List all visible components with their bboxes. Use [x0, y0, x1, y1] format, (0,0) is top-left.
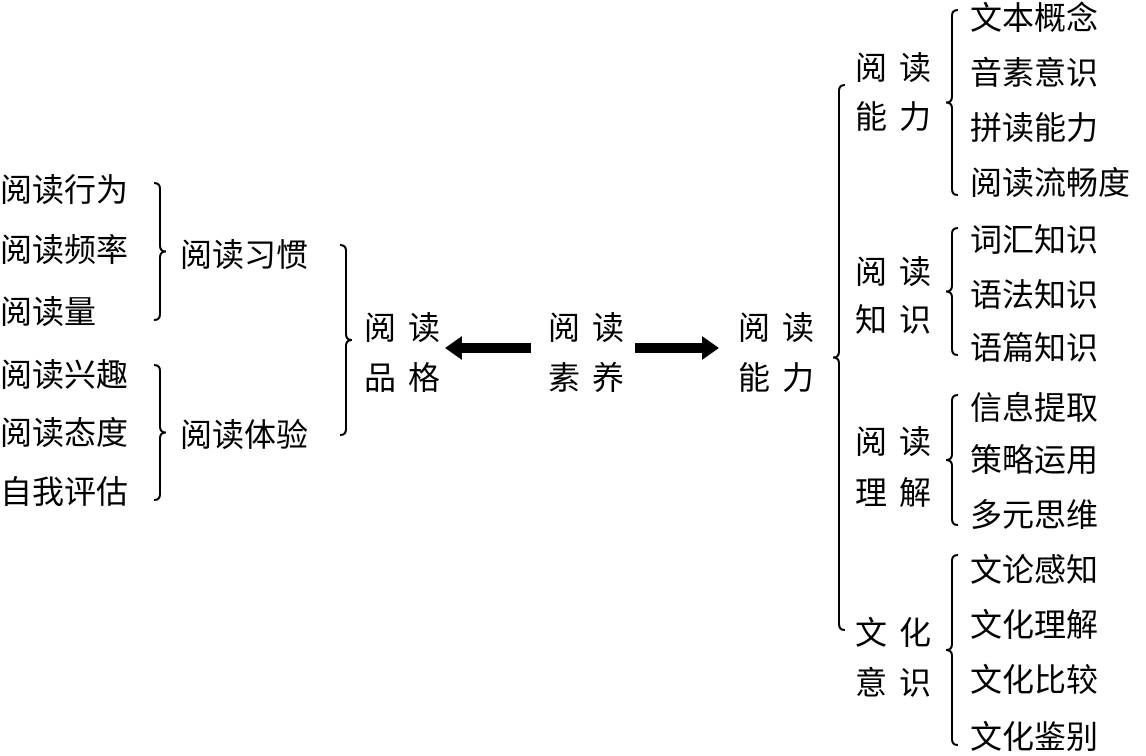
brace-reading-quality [339, 244, 353, 436]
leaf-item: 拼读能力 [970, 109, 1099, 147]
reading-experience-label: 阅读体验 [180, 416, 309, 454]
brace-group4 [945, 554, 959, 746]
brace-group2 [945, 227, 959, 356]
group2-line2: 知识 [855, 301, 944, 339]
brace-group1 [945, 9, 959, 196]
leaf-item: 语法知识 [970, 276, 1099, 314]
leaf-item: 信息提取 [970, 389, 1099, 427]
leaf-item: 策略运用 [970, 441, 1099, 479]
leaf-item: 音素意识 [970, 54, 1099, 92]
ability-line1: 阅读 [738, 309, 827, 347]
group4-line1: 文化 [855, 614, 944, 652]
item-reading-interest: 阅读兴趣 [0, 356, 129, 394]
leaf-item: 文论感知 [970, 551, 1099, 589]
item-reading-frequency: 阅读频率 [0, 231, 129, 269]
ability-line2: 能力 [738, 359, 827, 397]
brace-group3 [945, 394, 959, 526]
quality-line2: 品格 [364, 359, 453, 397]
leaf-item: 阅读流畅度 [970, 164, 1131, 202]
group4-line2: 意识 [855, 664, 944, 702]
leaf-item: 文本概念 [970, 0, 1099, 37]
leaf-item: 多元思维 [970, 496, 1099, 534]
leaf-item: 语篇知识 [970, 329, 1099, 367]
group2-line1: 阅读 [855, 253, 944, 291]
center-line1: 阅读 [548, 309, 637, 347]
leaf-item: 文化比较 [970, 661, 1099, 699]
leaf-item: 词汇知识 [970, 221, 1099, 259]
center-line2: 素养 [548, 359, 637, 397]
quality-line1: 阅读 [364, 309, 453, 347]
arrow-left-icon [445, 336, 531, 360]
reading-habit-label: 阅读习惯 [180, 236, 309, 274]
group1-line2: 能力 [855, 98, 944, 136]
arrow-right-icon [635, 336, 719, 360]
item-reading-attitude: 阅读态度 [0, 414, 129, 452]
brace-reading-experience [153, 364, 167, 501]
item-reading-behavior: 阅读行为 [0, 171, 129, 209]
brace-reading-ability [832, 84, 846, 631]
item-reading-amount: 阅读量 [0, 293, 97, 331]
leaf-item: 文化鉴别 [970, 718, 1099, 756]
group3-line2: 理解 [855, 474, 944, 512]
group1-line1: 阅读 [855, 49, 944, 87]
group3-line1: 阅读 [855, 423, 944, 461]
item-self-assessment: 自我评估 [0, 473, 129, 511]
leaf-item: 文化理解 [970, 606, 1099, 644]
brace-reading-habit [153, 182, 167, 321]
